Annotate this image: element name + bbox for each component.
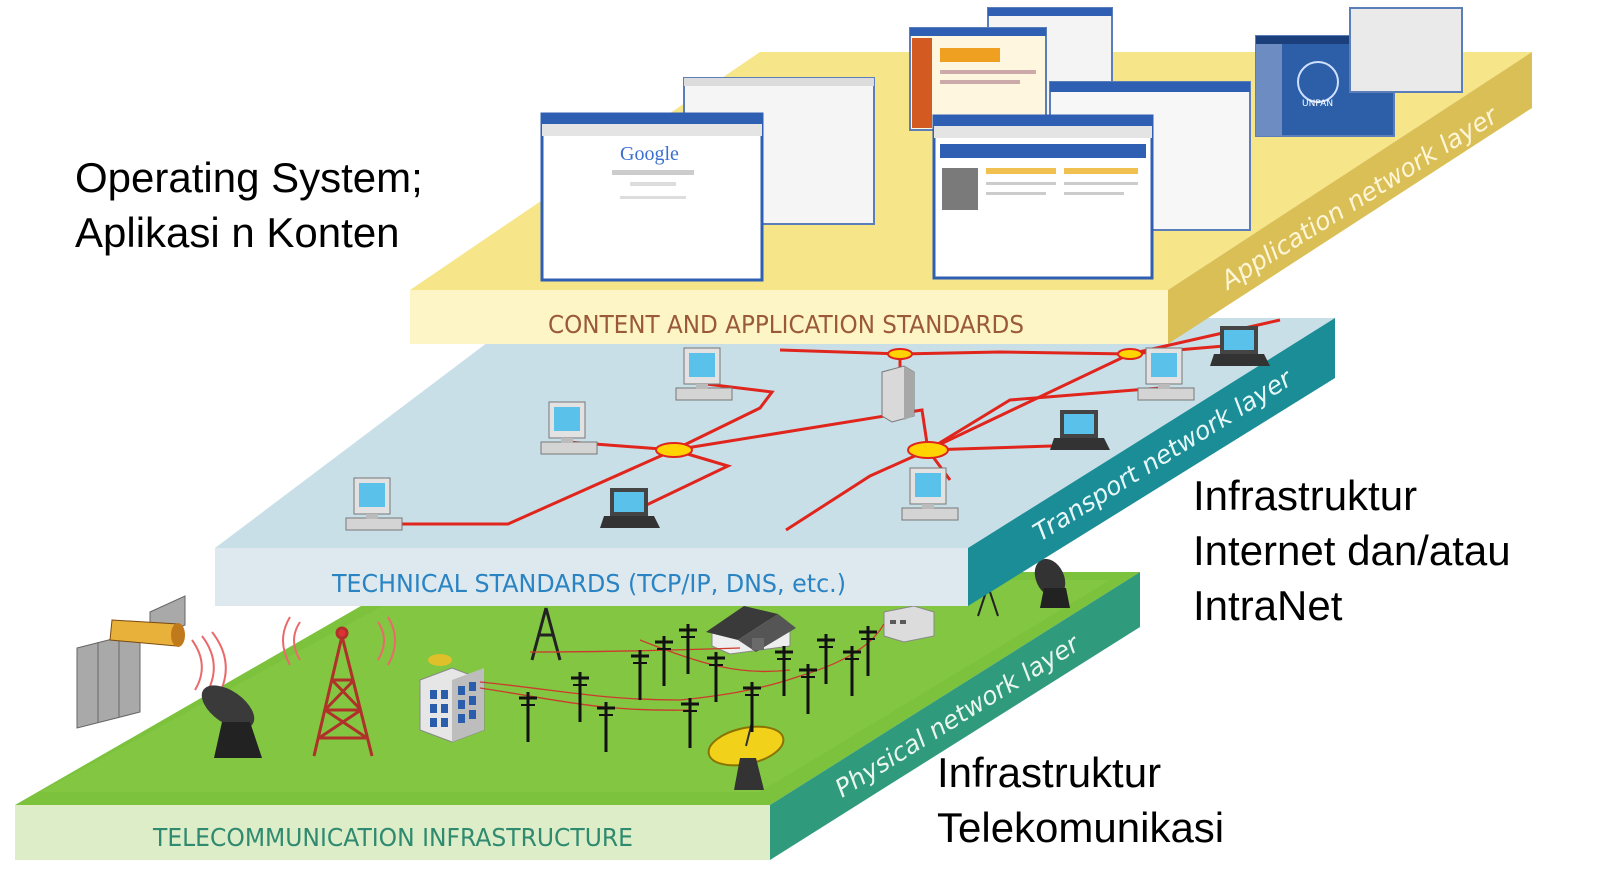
browser-window	[1349, 7, 1463, 93]
browser-window-google: Google	[540, 112, 764, 282]
transport-layer-title: TECHNICAL STANDARDS (TCP/IP, DNS, etc.)	[331, 569, 846, 598]
ground-dish-icon	[1034, 558, 1070, 608]
application-layer-side	[1168, 52, 1532, 344]
internet-annotation-line1: Infrastruktur	[1193, 472, 1418, 519]
transport-layer: TECHNICAL STANDARDS (TCP/IP, DNS, etc.) …	[215, 318, 1335, 606]
radio-tower-icon	[312, 626, 374, 757]
application-layer: CONTENT AND APPLICATION STANDARDS Applic…	[410, 7, 1532, 344]
physical-layer-front	[15, 805, 770, 860]
un-logo: UNPAN	[1302, 99, 1333, 109]
physical-layer-title: TELECOMMUNICATION INFRASTRUCTURE	[152, 823, 633, 852]
physical-layer-side	[770, 572, 1140, 860]
internet-annotation-line2: Internet dan/atau	[1193, 527, 1511, 574]
browser-window-web-portal	[909, 27, 1047, 131]
network-nodes	[655, 348, 1143, 459]
satellite-dish-icon	[201, 685, 262, 758]
house-icon	[706, 606, 796, 655]
yellow-satellite-dish-icon	[707, 721, 785, 790]
telecom-annotation-line1: Infrastruktur	[937, 749, 1162, 796]
transport-layer-front	[215, 548, 968, 606]
equipment-cabinet-icon	[883, 605, 935, 643]
os-annotation-line1: Operating System;	[75, 154, 423, 201]
server-tower-icon	[881, 365, 915, 423]
telecom-annotation-line2: Telekomunikasi	[937, 804, 1225, 851]
google-logo: Google	[620, 143, 679, 165]
application-layer-title: CONTENT AND APPLICATION STANDARDS	[548, 310, 1024, 339]
satellite-icon	[76, 595, 186, 729]
os-annotation-line2: Aplikasi n Konten	[75, 209, 400, 256]
browser-window-foundation	[932, 114, 1154, 280]
office-building-icon	[419, 654, 485, 743]
application-layer-front	[410, 290, 1168, 344]
internet-annotation-line3: IntraNet	[1193, 582, 1343, 629]
transport-layer-side	[968, 318, 1335, 606]
